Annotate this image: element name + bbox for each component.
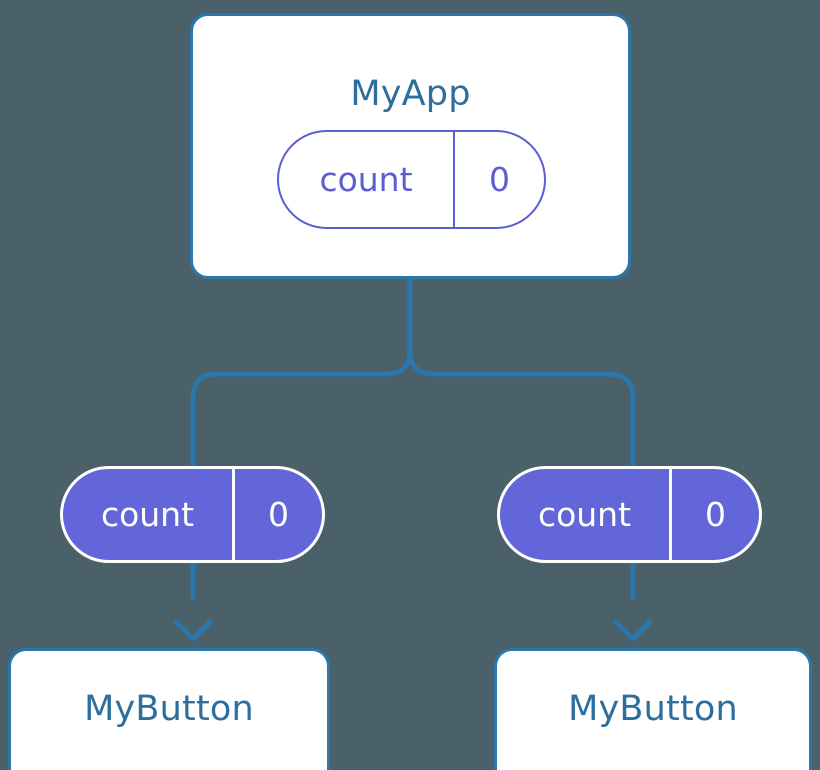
arrowhead-left-icon: [173, 619, 213, 642]
component-box-mybutton-right[interactable]: MyButton: [494, 648, 812, 770]
prop-pill-left[interactable]: count 0: [60, 466, 325, 563]
prop-pill-right[interactable]: count 0: [497, 466, 762, 563]
prop-pill-key: count: [500, 469, 672, 560]
prop-pill-value: 0: [705, 495, 726, 534]
component-box-mybutton-left[interactable]: MyButton: [8, 648, 330, 770]
state-pill-myapp[interactable]: count 0: [277, 130, 546, 229]
prop-pill-value: 0: [268, 495, 289, 534]
arrowhead-right-icon: [613, 619, 653, 642]
edge-branch-left: [190, 349, 413, 600]
component-title-myapp: MyApp: [350, 74, 471, 114]
prop-pill-key: count: [63, 469, 235, 560]
component-title-mybutton: MyButton: [568, 689, 738, 729]
state-pill-key: count: [279, 132, 455, 227]
edge-branch-right: [407, 349, 636, 600]
state-pill-value: 0: [489, 160, 510, 199]
component-title-mybutton: MyButton: [84, 689, 254, 729]
